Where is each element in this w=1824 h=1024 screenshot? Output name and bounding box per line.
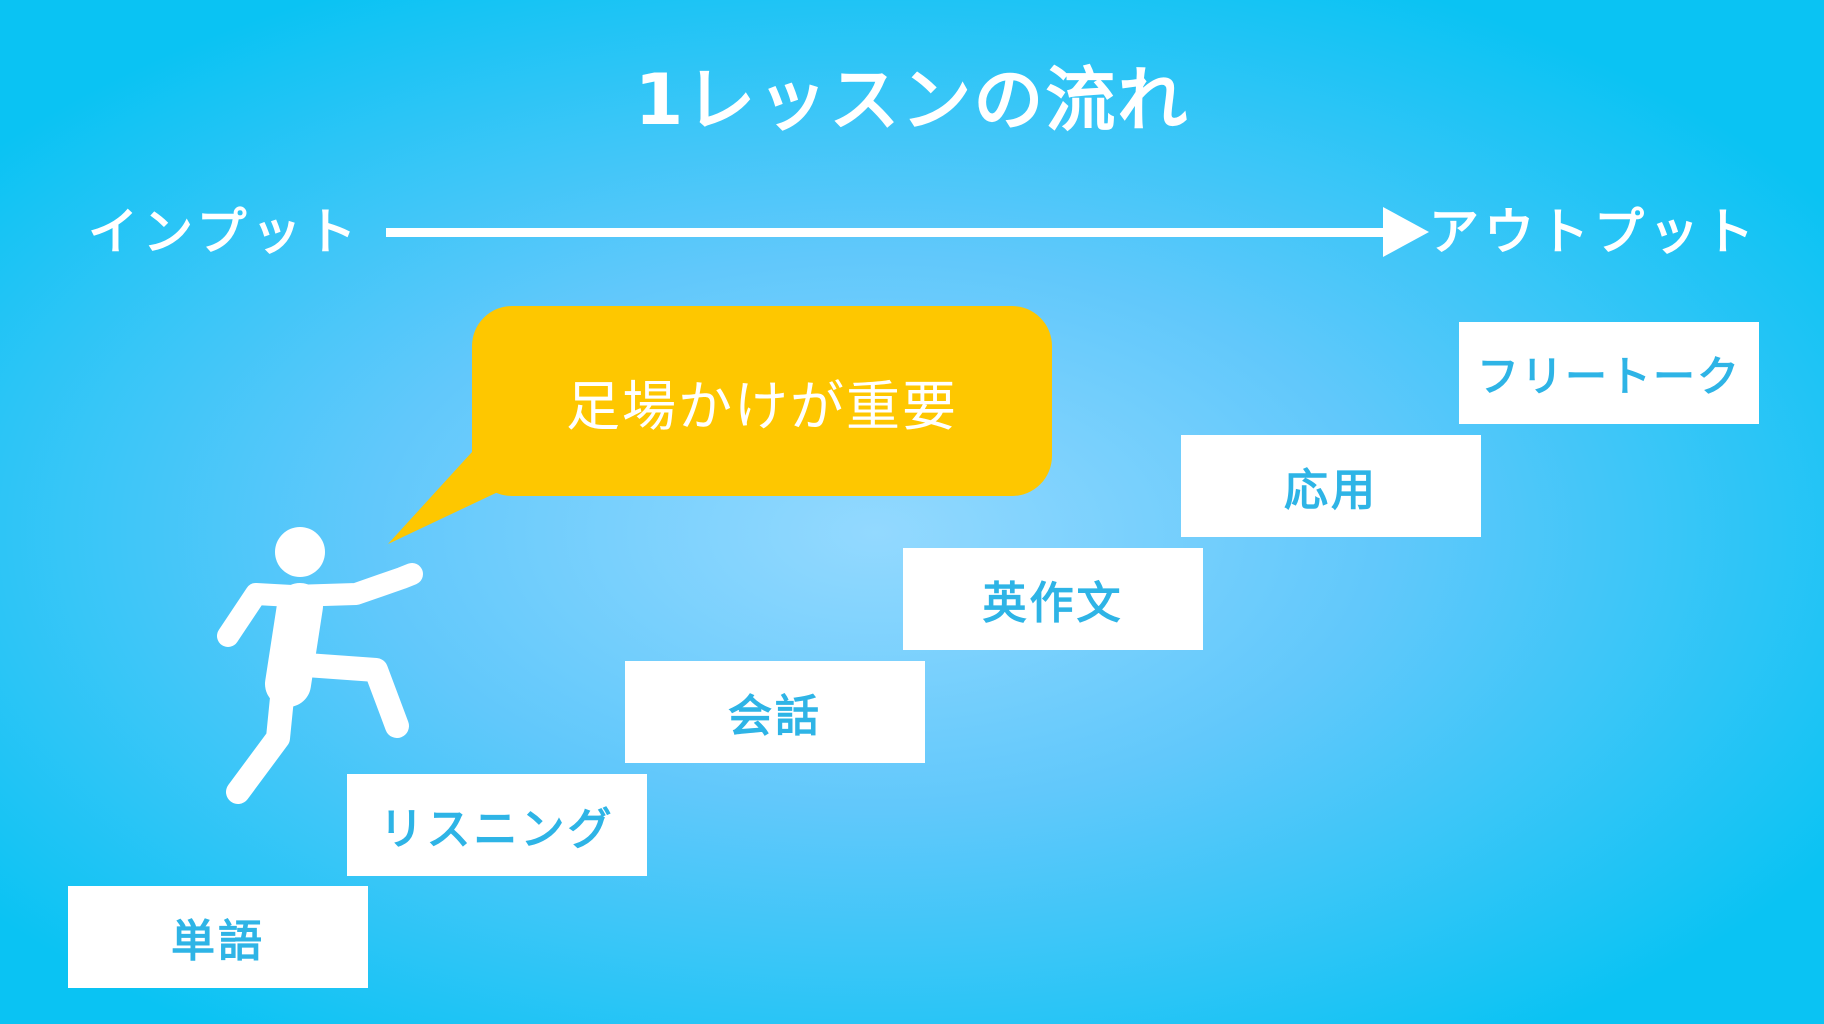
step-free-talk: フリートーク <box>1459 322 1759 424</box>
step-conversation: 会話 <box>625 661 925 763</box>
output-label: アウトプット <box>1429 203 1759 261</box>
step-listening: リスニング <box>347 774 647 876</box>
slide-title: 1レッスンの流れ <box>634 59 1190 141</box>
step-vocabulary: 単語 <box>68 886 368 988</box>
running-person-icon <box>217 527 423 804</box>
arrow-shaft <box>386 228 1388 237</box>
speech-bubble: 足場かけが重要 <box>472 306 1052 496</box>
input-label: インプット <box>88 203 362 261</box>
step-application: 応用 <box>1181 435 1481 537</box>
arrow-head <box>1383 207 1429 257</box>
speech-bubble-text: 足場かけが重要 <box>566 374 958 438</box>
step-writing: 英作文 <box>903 548 1203 650</box>
speech-bubble-tail <box>388 452 498 544</box>
